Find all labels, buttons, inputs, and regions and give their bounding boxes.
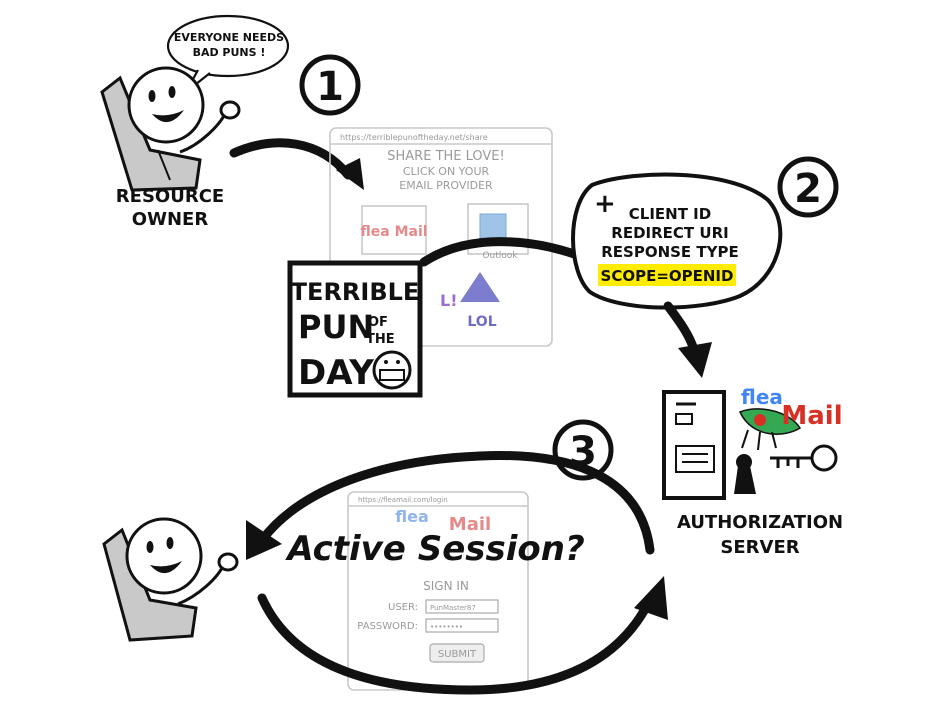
- hand-icon: [219, 100, 241, 120]
- arrow-owner-to-share: [229, 138, 353, 180]
- pun-logo-line2: PUN: [298, 308, 374, 346]
- pun-logo-the: THE: [366, 332, 395, 347]
- fleamail-logo: flea Mail: [738, 385, 843, 451]
- scope-highlight: [598, 264, 736, 286]
- speech-bubble-line1: EVERYONE NEEDS: [174, 31, 284, 44]
- pun-logo-line3: DAY: [298, 353, 374, 393]
- active-session-question: Active Session?: [284, 529, 584, 569]
- resource-owner-figure-bottom: [102, 517, 239, 642]
- terrible-pun-logo: TERRIBLE PUN OF THE DAY: [287, 260, 423, 398]
- login-user-label: USER:: [388, 602, 418, 613]
- request-response-type: RESPONSE TYPE: [601, 243, 739, 261]
- speech-bubble-line2: BAD PUNS !: [193, 46, 266, 59]
- step-1-marker: 1: [299, 54, 361, 116]
- resource-owner-label-line2: OWNER: [132, 209, 209, 230]
- lol-triangle-icon[interactable]: [460, 272, 500, 302]
- auth-server-label-line2: SERVER: [720, 537, 799, 558]
- key-icon: [770, 444, 838, 472]
- share-page-heading2: CLICK ON YOUR: [403, 165, 490, 178]
- arrow-to-auth-server: [663, 301, 699, 355]
- share-page-url: https://terriblepunoftheday.net/share: [340, 133, 488, 142]
- face-icon: [127, 66, 205, 144]
- fleamail-logo-flea: flea: [741, 385, 783, 409]
- resource-owner-figure: [100, 66, 241, 192]
- outlook-icon[interactable]: [479, 213, 507, 239]
- request-plus: +: [594, 189, 616, 219]
- login-submit-button[interactable]: [429, 643, 485, 663]
- login-page-url: https://fleamail.com/login: [358, 496, 448, 504]
- face-icon-bottom: [125, 517, 203, 595]
- fleamail-logo-mail: Mail: [781, 401, 842, 431]
- share-page-heading3: EMAIL PROVIDER: [399, 179, 493, 192]
- step-2-number: 2: [794, 166, 822, 212]
- login-logo-flea: flea: [395, 507, 429, 526]
- share-provider-fleamail[interactable]: flea Mail: [360, 224, 427, 240]
- step-2-marker: 2: [777, 156, 839, 218]
- request-params-bubble: + CLIENT ID REDIRECT URI RESPONSE TYPE S…: [571, 172, 783, 310]
- flea-icon: [738, 408, 802, 435]
- arrow-owner-to-server: [257, 593, 655, 695]
- request-redirect-uri: REDIRECT URI: [611, 224, 728, 242]
- login-password-label: PASSWORD:: [357, 621, 418, 632]
- login-password-value: ••••••••: [430, 623, 463, 631]
- server-tower-icon: [662, 390, 726, 500]
- login-user-value: PunMaster87: [430, 604, 476, 612]
- speech-bubble: EVERYONE NEEDS BAD PUNS !: [166, 14, 290, 93]
- step-1-number: 1: [316, 64, 344, 110]
- pun-logo-line1: TERRIBLE: [291, 278, 420, 306]
- arrow-session-to-owner: [257, 451, 655, 555]
- login-user-input[interactable]: [425, 599, 499, 614]
- auth-server-label-line1: AUTHORIZATION: [677, 512, 843, 533]
- login-password-input[interactable]: [425, 618, 499, 633]
- share-provider-lol[interactable]: LOL: [467, 314, 496, 330]
- login-page-browser: https://fleamail.com/login flea Mail SIG…: [347, 491, 529, 691]
- share-provider-lol-short[interactable]: L!: [440, 291, 458, 310]
- login-submit-label: SUBMIT: [438, 649, 477, 660]
- hand-icon-bottom: [217, 552, 239, 572]
- chair-icon: [100, 75, 202, 192]
- request-client-id: CLIENT ID: [629, 205, 711, 223]
- share-provider-outlook[interactable]: Outlook: [482, 251, 518, 261]
- request-scope: SCOPE=OPENID: [601, 267, 734, 285]
- share-page-browser: https://terriblepunoftheday.net/share SH…: [329, 127, 553, 347]
- resource-owner-label-line1: RESOURCE: [116, 186, 224, 207]
- keyhole-icon: [734, 454, 756, 494]
- login-sign-in: SIGN IN: [423, 579, 469, 593]
- pun-logo-of: OF: [368, 315, 388, 330]
- share-page-heading1: SHARE THE LOVE!: [387, 149, 504, 164]
- login-logo-mail: Mail: [449, 514, 491, 535]
